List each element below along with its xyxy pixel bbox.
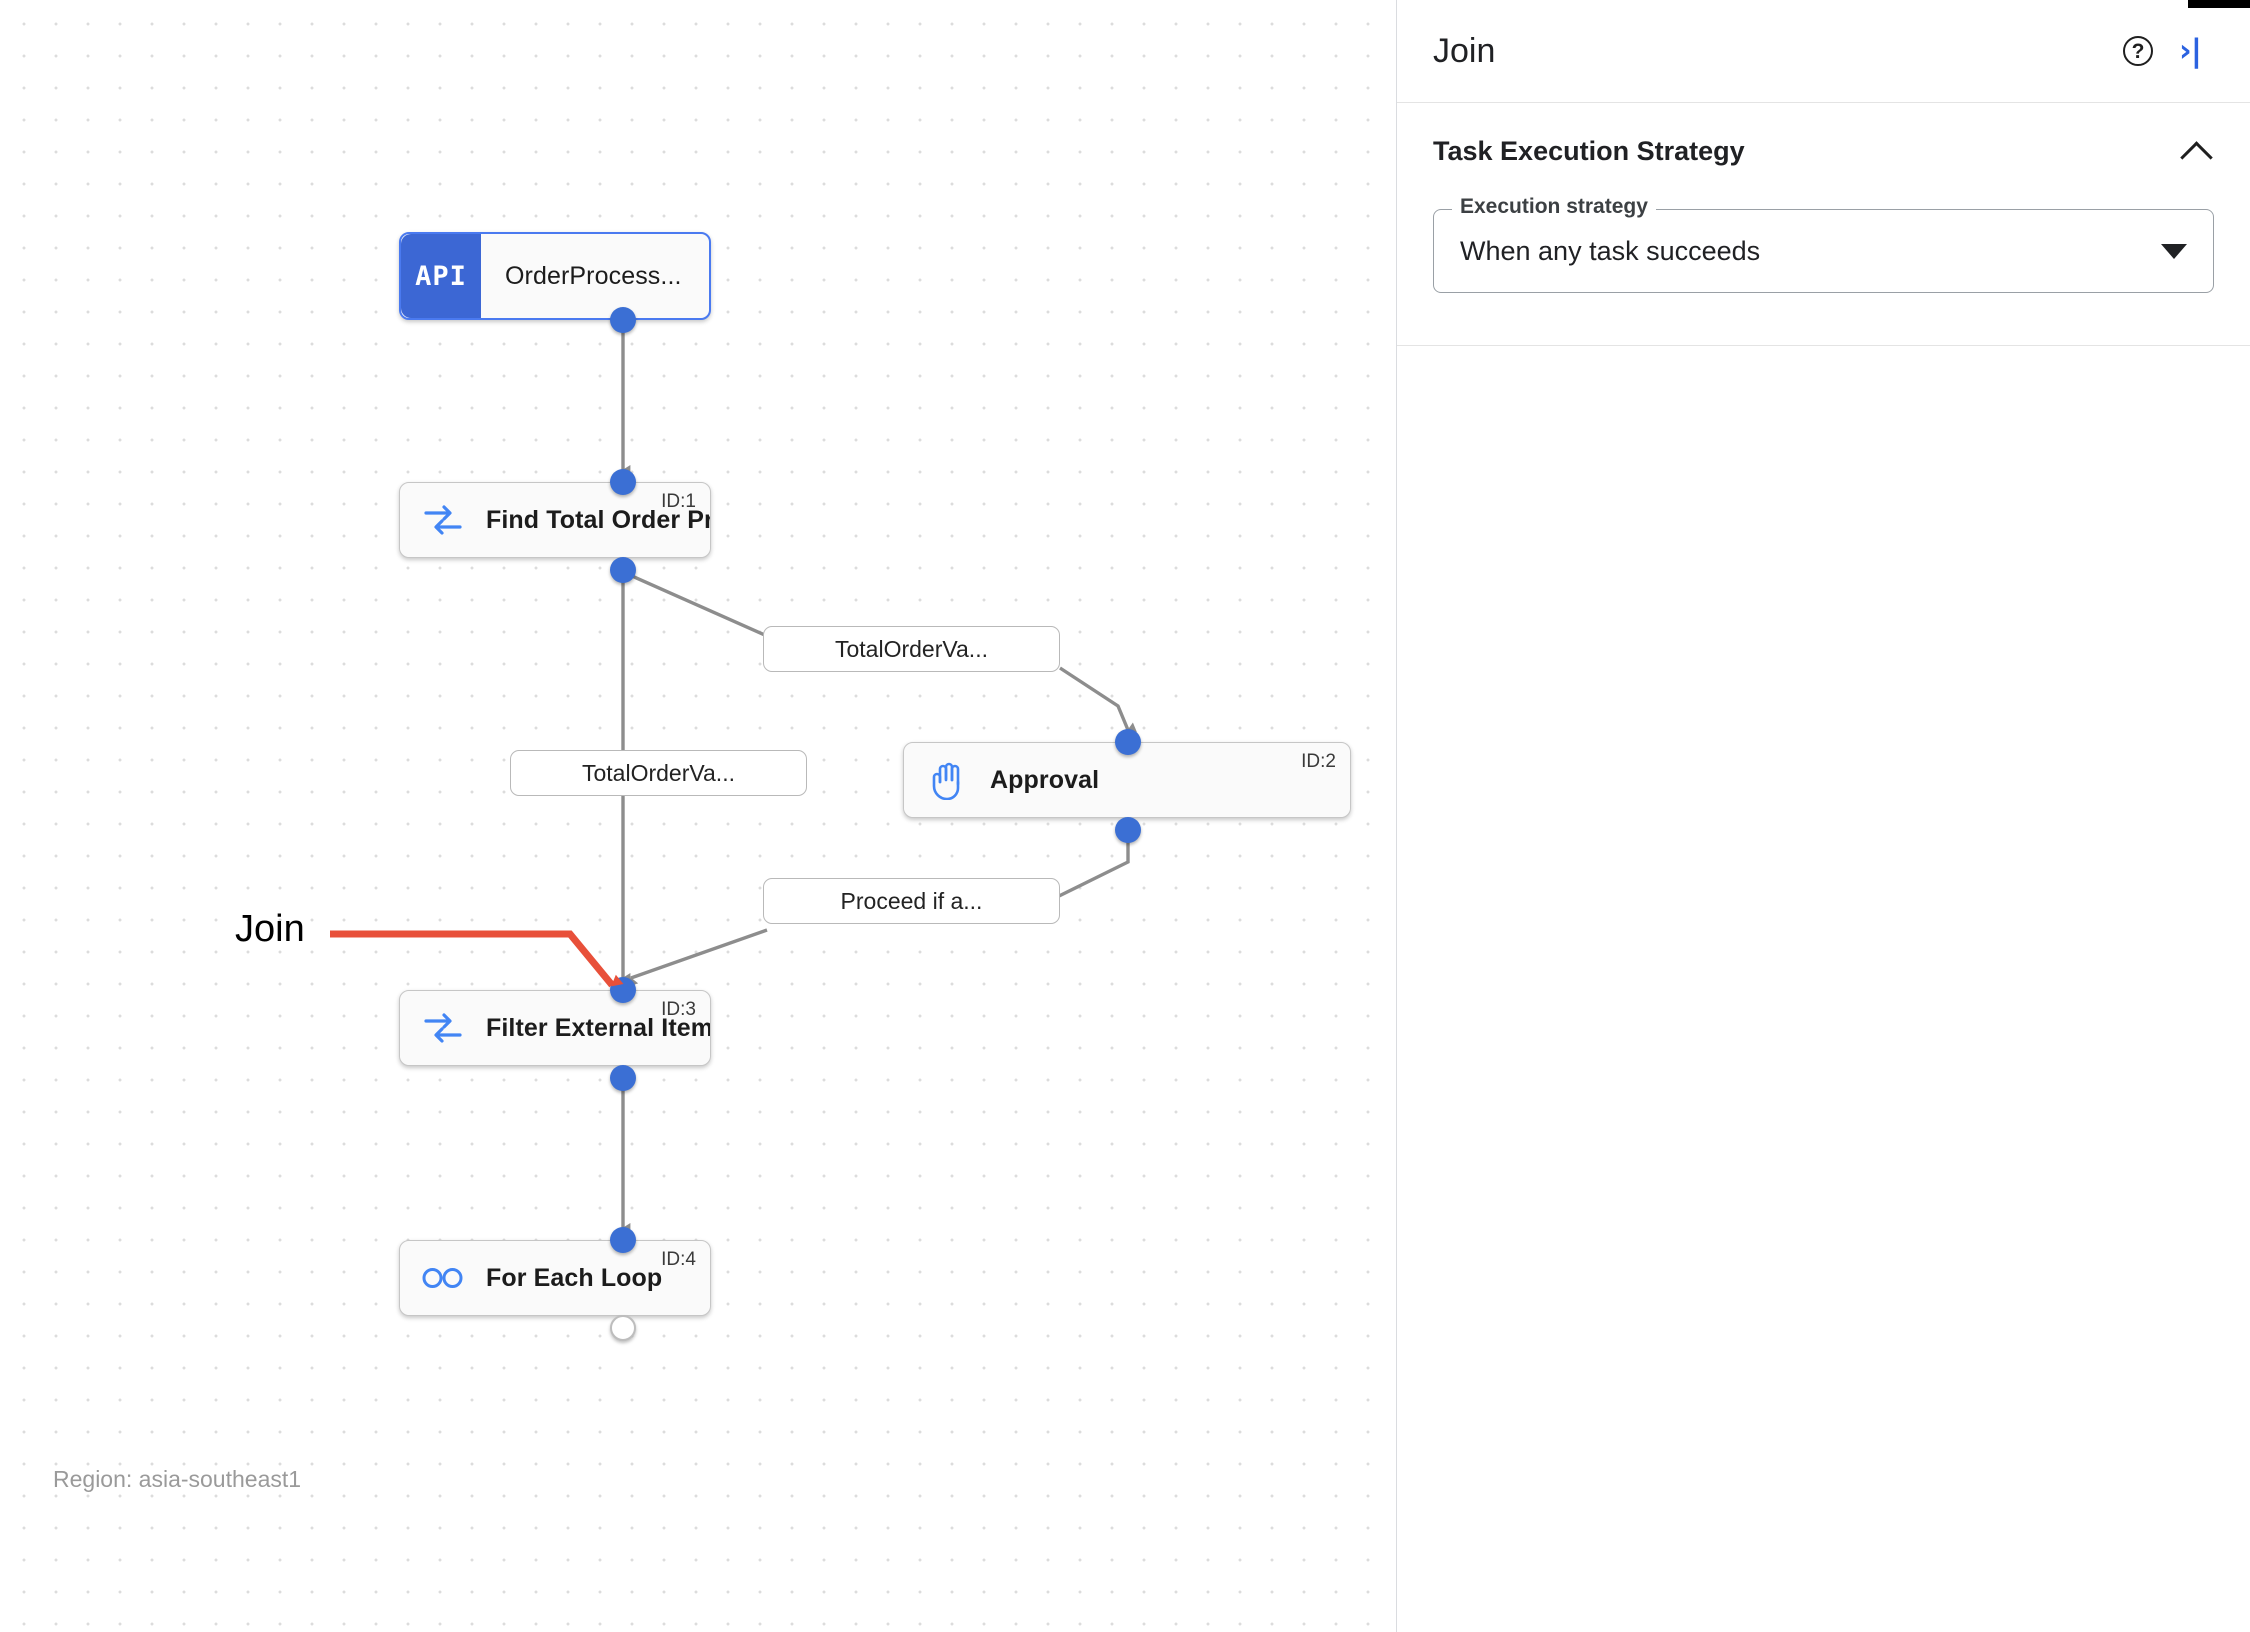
connector-approval-out[interactable]: [1115, 817, 1141, 843]
merge-arrows-icon: [400, 1011, 486, 1045]
execution-strategy-select[interactable]: Execution strategy When any task succeed…: [1433, 196, 2214, 293]
node-approval[interactable]: Approval ID:2: [903, 742, 1351, 818]
connector-trigger-out[interactable]: [610, 307, 636, 333]
panel-title: Join: [1433, 31, 1496, 70]
task-execution-strategy-section: Task Execution Strategy Execution strate…: [1397, 103, 2250, 346]
node-approval-label: Approval: [990, 765, 1100, 794]
connector-for-each-in[interactable]: [610, 1227, 636, 1253]
infinity-icon: [400, 1265, 486, 1291]
help-button[interactable]: ?: [2112, 25, 2164, 77]
node-trigger-label: OrderProcess...: [505, 261, 682, 290]
properties-panel: Join ? ›| Task Execution Strategy Execut…: [1396, 0, 2250, 1632]
region-label: Region: asia-southeast1: [53, 1466, 302, 1492]
connector-approval-in[interactable]: [1115, 729, 1141, 755]
node-trigger[interactable]: API OrderProcess...: [399, 232, 711, 320]
execution-strategy-label: Execution strategy: [1452, 196, 1656, 217]
node-find-total-order-price[interactable]: Find Total Order Price ID:1: [399, 482, 711, 558]
annotation-join-label: Join: [235, 908, 305, 950]
merge-arrows-icon: [400, 503, 486, 537]
chevron-down-icon[interactable]: [2161, 243, 2187, 259]
execution-strategy-value: When any task succeeds: [1460, 235, 1761, 266]
node-id-badge: ID:3: [661, 999, 696, 1020]
collapse-right-icon: ›|: [2178, 33, 2202, 69]
edge-label-text: TotalOrderVa...: [582, 759, 735, 786]
edge-label-text: Proceed if a...: [840, 887, 983, 914]
edge-label-proceed-if-approved[interactable]: Proceed if a...: [763, 878, 1060, 924]
connector-filter-in-join[interactable]: [610, 977, 636, 1003]
section-title: Task Execution Strategy: [1433, 135, 1745, 166]
connector-find-total-out[interactable]: [610, 557, 636, 583]
node-id-badge: ID:1: [661, 491, 696, 512]
node-filter-external-items[interactable]: Filter External Items ID:3: [399, 990, 711, 1066]
node-find-total-order-price-label: Find Total Order Price: [486, 505, 710, 534]
workflow-canvas[interactable]: API OrderProcess...: [0, 0, 1396, 1632]
connector-for-each-out[interactable]: [610, 1315, 636, 1341]
edge-label-text: TotalOrderVa...: [835, 635, 988, 662]
node-id-badge: ID:2: [1301, 751, 1336, 772]
panel-header: Join ? ›|: [1397, 0, 2250, 103]
node-for-each-loop[interactable]: For Each Loop ID:4: [399, 1240, 711, 1316]
connector-filter-out[interactable]: [610, 1065, 636, 1091]
help-icon: ?: [2123, 36, 2153, 66]
node-id-badge: ID:4: [661, 1249, 696, 1270]
node-filter-external-items-label: Filter External Items: [486, 1013, 710, 1042]
hand-icon: [904, 760, 990, 800]
api-badge-icon: API: [401, 234, 481, 318]
edge-label-total-order-value-filter[interactable]: TotalOrderVa...: [510, 750, 807, 796]
top-right-marker: [2188, 0, 2250, 8]
section-header[interactable]: Task Execution Strategy: [1433, 103, 2214, 199]
collapse-panel-button[interactable]: ›|: [2164, 25, 2216, 77]
node-for-each-loop-label: For Each Loop: [486, 1263, 663, 1292]
connector-find-total-in[interactable]: [610, 469, 636, 495]
edge-label-total-order-value-approval[interactable]: TotalOrderVa...: [763, 626, 1060, 672]
chevron-up-icon[interactable]: [2180, 134, 2214, 168]
